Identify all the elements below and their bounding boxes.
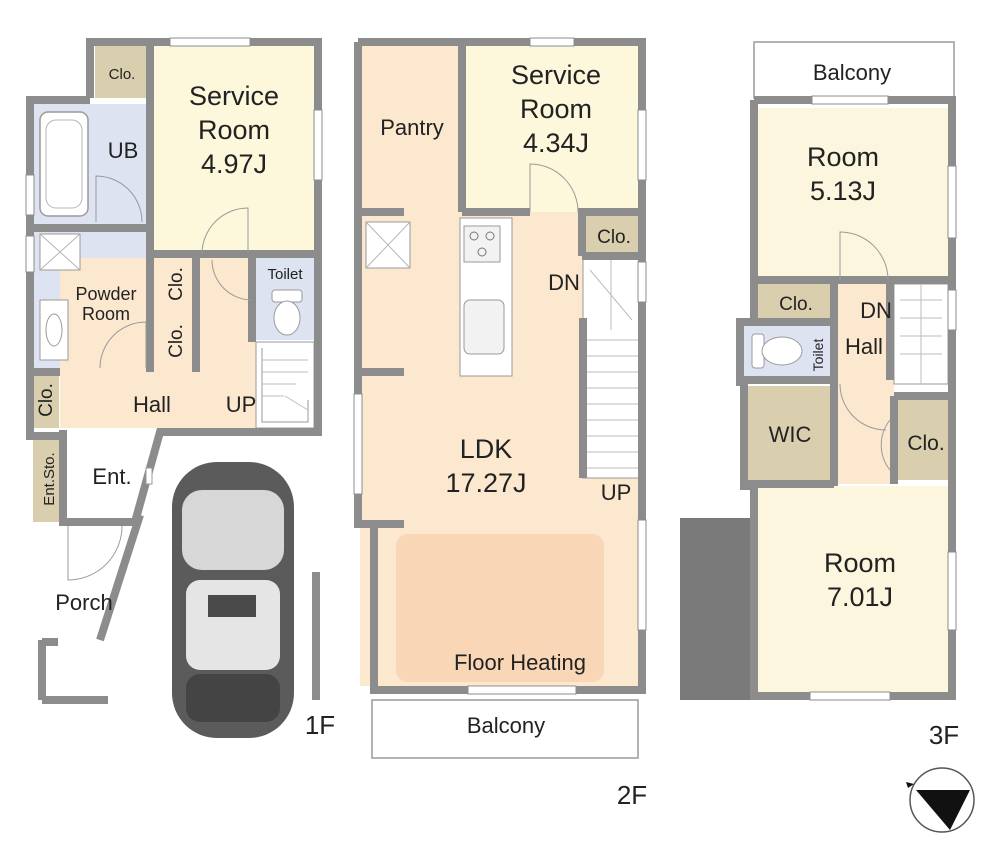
window — [947, 289, 957, 331]
window — [25, 174, 35, 216]
service-room-1f-fill — [152, 46, 314, 254]
closet-label: Clo. — [597, 227, 631, 248]
closet-fill — [33, 372, 59, 428]
closet-fill — [758, 284, 832, 322]
door-swing — [99, 321, 147, 369]
ent-sto-fill — [33, 436, 63, 522]
floor-2f: Pantry Service Room 4.34J Clo. DN LDK 17… — [353, 37, 647, 810]
door-swing — [67, 525, 123, 581]
room-3f-fill — [758, 486, 948, 692]
stove-icon — [459, 217, 513, 377]
balcony-label: Balcony — [467, 713, 545, 738]
heating-area — [396, 534, 604, 682]
dn-label: DN — [548, 270, 580, 295]
north-arrow-icon — [906, 767, 975, 833]
window — [467, 685, 577, 695]
wic-label: WIC — [769, 422, 812, 447]
closet-fill — [586, 214, 640, 254]
room-size: 5.13J — [810, 176, 876, 206]
ldk-size: 17.27J — [445, 468, 526, 498]
closet-label: Clo. — [109, 66, 136, 83]
window — [811, 95, 889, 105]
bathtub-icon — [39, 111, 89, 217]
porch-label: Porch — [55, 590, 112, 615]
service-room-label: Service — [511, 60, 601, 90]
closet-fill — [898, 398, 948, 480]
door-swing — [201, 207, 249, 255]
balcony-3f — [753, 41, 955, 99]
pantry-label: Pantry — [380, 115, 444, 140]
floor-heating-label: Floor Heating — [454, 650, 586, 675]
toilet-label: Toilet — [267, 266, 303, 283]
balcony-label: Balcony — [813, 60, 891, 85]
floor-label-3f: 3F — [929, 720, 959, 750]
door-swing — [880, 419, 891, 471]
window — [947, 165, 957, 239]
window — [637, 109, 647, 181]
walls-2f — [354, 38, 646, 694]
car-icon — [172, 462, 294, 738]
service-room-label: Room — [198, 115, 270, 145]
door-swing — [95, 175, 143, 223]
door-swing — [839, 231, 889, 281]
sink-icon — [39, 233, 81, 361]
service-room-label: Service — [189, 81, 279, 111]
balcony-2f — [371, 699, 639, 759]
window — [637, 519, 647, 631]
stairs-line — [261, 348, 309, 423]
window — [637, 261, 647, 303]
closet-label: Clo. — [779, 294, 813, 315]
window — [353, 393, 363, 495]
window — [25, 235, 35, 273]
wic-fill — [748, 386, 832, 482]
dn-label: DN — [860, 298, 892, 323]
window — [529, 37, 575, 47]
up-label: UP — [601, 480, 632, 505]
up-label: UP — [226, 392, 257, 417]
door-swing — [211, 259, 253, 301]
room-label: Room — [807, 142, 879, 172]
ldk-label: LDK — [460, 434, 513, 464]
closet-label: Clo. — [907, 432, 944, 455]
void-area — [680, 518, 754, 700]
walls-3f — [736, 96, 956, 700]
hall-3f-fill — [836, 284, 892, 376]
room-size: 7.01J — [827, 582, 893, 612]
floor-label-2f: 2F — [617, 780, 647, 810]
service-room-size: 4.34J — [523, 128, 589, 158]
toilet-label: Toilet — [810, 339, 826, 372]
hall-label: Hall — [845, 334, 883, 359]
fridge-icon — [365, 221, 411, 269]
door-swing — [529, 163, 579, 213]
toilet-icon — [751, 333, 803, 369]
closet-label: Clo. — [36, 383, 57, 417]
door-swing — [839, 383, 887, 431]
floor-3f: Balcony Room 5.13J Clo. DN Hall Toilet W… — [680, 41, 959, 750]
window — [313, 109, 323, 181]
powder-room-label: Room — [82, 304, 130, 324]
room-label: Room — [824, 548, 896, 578]
closet-label: Clo. — [166, 324, 187, 358]
service-room-size: 4.97J — [201, 149, 267, 179]
closet-fill — [95, 46, 150, 98]
hall-label: Hall — [133, 392, 171, 417]
stairs-icon — [255, 341, 315, 429]
ub-label: UB — [108, 138, 139, 163]
service-room-label: Room — [520, 94, 592, 124]
ent-sto-label: Ent.Sto. — [41, 452, 58, 505]
ent-label: Ent. — [92, 464, 131, 489]
window — [809, 691, 891, 701]
service-room-2f-fill — [464, 46, 640, 212]
window — [947, 551, 957, 631]
room-3f-fill — [758, 108, 948, 278]
powder-room-label: Powder — [75, 284, 136, 304]
closet-label: Clo. — [166, 267, 187, 301]
window — [169, 37, 251, 47]
toilet-icon — [271, 289, 303, 336]
floor-label-1f: 1F — [305, 710, 335, 740]
floor-1f: Clo. Service Room 4.97J UB Clo. Clo. Toi… — [25, 37, 335, 740]
